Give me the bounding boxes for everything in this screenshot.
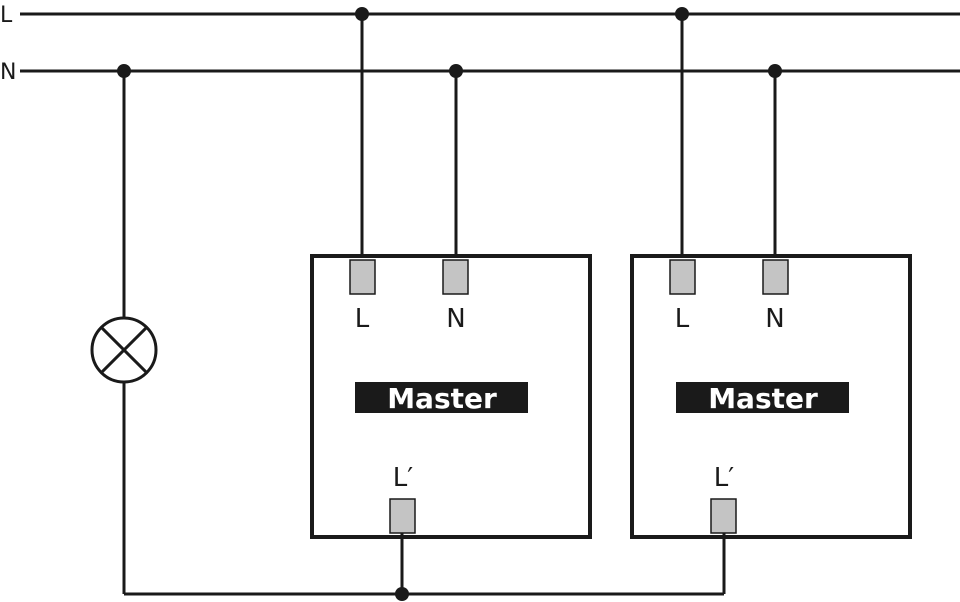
junction-dot [355, 7, 369, 21]
device-1-name-plate [355, 382, 528, 413]
device-2-terminal-line [669, 259, 696, 295]
device-2-terminal-output-label: L′ [714, 463, 734, 493]
device-2-name: Master [708, 382, 818, 415]
device-1-terminal-output [389, 498, 416, 534]
device-1-terminal-neutral-label: N [446, 304, 465, 334]
device-2-terminal-neutral-label: N [765, 304, 784, 334]
device-1-name: Master [387, 382, 497, 415]
line-rail-label: L [0, 3, 13, 28]
lamp-icon [90, 316, 158, 384]
junction-dot [449, 64, 463, 78]
device-2-name-plate [676, 382, 849, 413]
junction-dot [117, 64, 131, 78]
junction-dot [768, 64, 782, 78]
device-1-terminal-line [349, 259, 376, 295]
device-1: L N Master L′ [310, 14, 592, 594]
device-1-terminal-neutral [442, 259, 469, 295]
junction-dot [395, 587, 409, 601]
device-2-terminal-line-label: L [675, 304, 690, 334]
device-2: L N Master L′ [630, 14, 912, 594]
neutral-rail-label: N [0, 60, 16, 85]
device-1-terminal-output-label: L′ [393, 463, 413, 493]
junction-dot [675, 7, 689, 21]
device-2-terminal-output [710, 498, 737, 534]
device-1-terminal-line-label: L [355, 304, 370, 334]
device-2-terminal-neutral [762, 259, 789, 295]
